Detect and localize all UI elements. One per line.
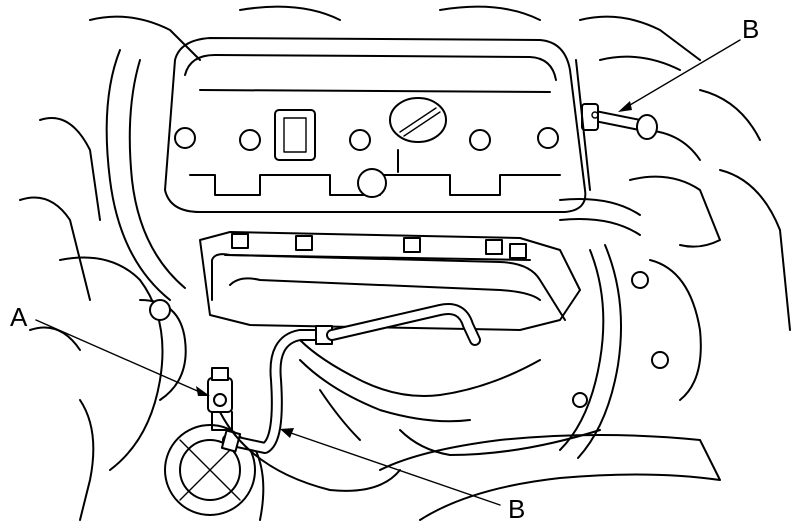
pcv-hose-lower — [220, 303, 481, 454]
callout-b-bottom-label: B — [508, 494, 525, 524]
alternator — [164, 424, 256, 516]
callout-a-label: A — [10, 302, 28, 332]
breather-tube — [211, 253, 566, 321]
leader-lines — [35, 39, 741, 506]
engine-outline — [19, 5, 791, 521]
manifold-bolts — [231, 233, 527, 259]
pcv-hose-upper-clamp — [575, 59, 658, 191]
pcv-valve — [207, 367, 233, 431]
valve-cover-bolts — [174, 127, 559, 151]
callout-b-top-label: B — [742, 14, 759, 44]
